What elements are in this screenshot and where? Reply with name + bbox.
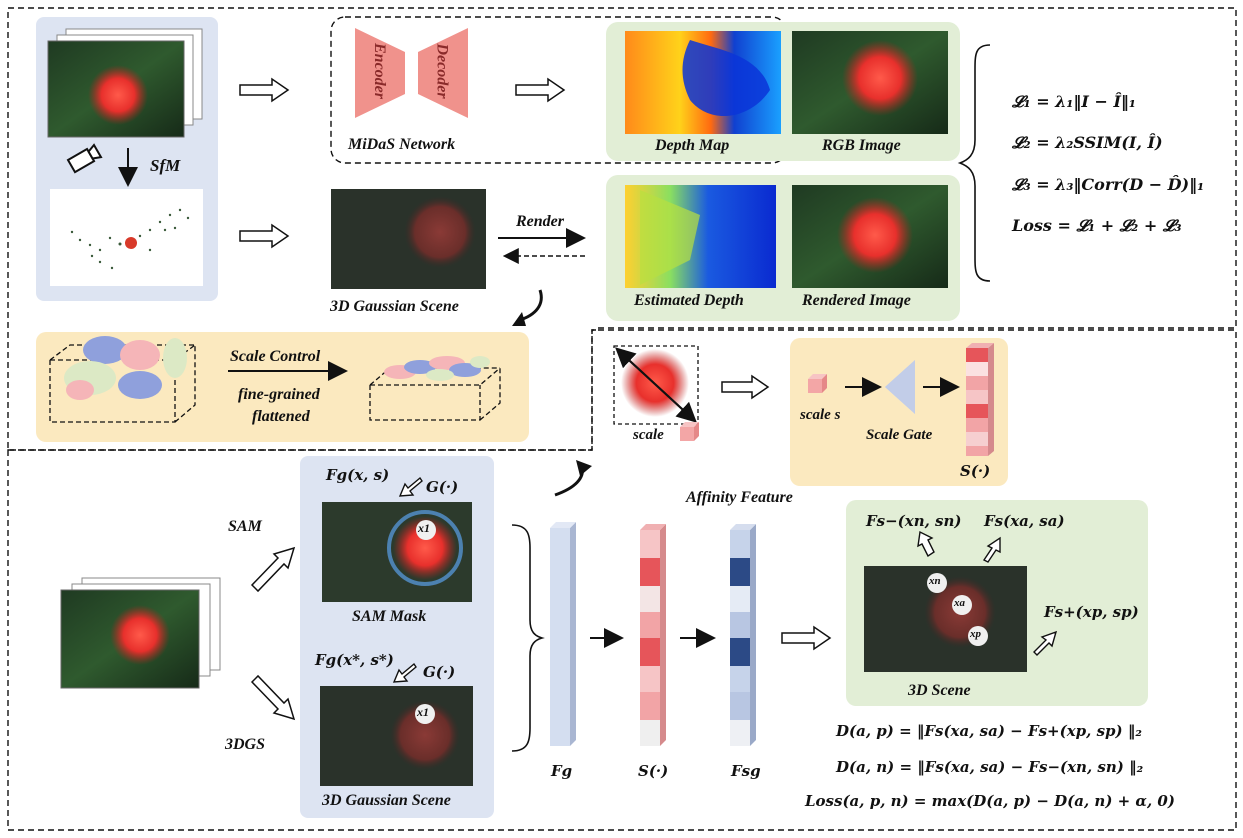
loss-l2: 𝓛₂ = λ₂SSIM(I, Î) [1012, 133, 1163, 152]
decoder-label: Decoder [433, 43, 451, 99]
hollow-arrow-to-scale-gate [721, 374, 770, 400]
decoder-block [418, 28, 468, 118]
rendered-image-label: Rendered Image [802, 292, 911, 309]
scale-s-cube [808, 374, 827, 393]
hollow-arrow-g1 [398, 476, 423, 497]
sam-mask-label: SAM Mask [352, 608, 427, 625]
midas-label: MiDaS Network [348, 136, 456, 153]
encoder-label: Encoder [371, 43, 388, 99]
s-bar-label: S(·) [638, 762, 669, 780]
f-splus-label: Fs+(xp, sp) [1044, 603, 1139, 621]
fsg-bar [730, 524, 756, 746]
x1-label-sam: x1 [418, 521, 430, 535]
hollow-arrow-sam [250, 546, 296, 593]
xn-label: xn [929, 575, 941, 587]
rendered-image [792, 185, 948, 288]
box-after-scale-control [369, 356, 501, 421]
loss-l3: 𝓛₃ = λ₃‖Corr(D − D̂)‖₁ [1012, 175, 1205, 194]
eq-dan: D(a, n) = ‖Fs(xa, sa) − Fs−(xn, sn) ‖₂ [836, 758, 1144, 776]
xa-label: xa [954, 597, 965, 609]
estimated-depth-label: Estimated Depth [634, 292, 744, 309]
xa-point [952, 595, 972, 615]
point-cloud-image [50, 189, 203, 286]
gs-scene-bottom-image [320, 686, 473, 786]
camera-icon [66, 143, 103, 174]
s-bar [640, 524, 666, 746]
rgb-image-label: RGB Image [822, 137, 901, 154]
bottom-section-frame [7, 329, 1237, 831]
loss-l1: 𝓛₁ = λ₁‖I − Î‖₁ [1012, 92, 1136, 111]
gs-scene-bottom-label: 3D Gaussian Scene [322, 792, 451, 809]
hollow-arrow-fs [982, 536, 1001, 563]
hollow-arrow-to-encoder [239, 77, 290, 103]
x1-point-sam [416, 520, 436, 540]
3d-scene-label: 3D Scene [908, 682, 971, 699]
affinity-feature-label: Affinity Feature [686, 489, 793, 506]
fg-bar-label: Fg [551, 762, 573, 780]
loss-total: Loss = 𝓛₁ + 𝓛₂ + 𝓛₃ [1012, 216, 1182, 235]
fg-xs-star-label: Fg(x*, s*) [315, 651, 394, 669]
rgb-image [792, 31, 948, 134]
scale-flower-image [613, 345, 699, 425]
box-before-scale-control [49, 336, 196, 423]
fg-xs-label: Fg(x, s) [326, 466, 390, 484]
f-s-label: Fs(xa, sa) [984, 512, 1065, 530]
midas-box [330, 16, 787, 164]
bottom-input-image-stack [60, 577, 221, 689]
loss-brace [957, 44, 991, 282]
scale-label: scale [633, 427, 664, 443]
depth-map-image [625, 31, 781, 134]
gaussian-scene-top-image [331, 189, 486, 289]
scale-cube-small [680, 422, 699, 441]
hollow-arrow-fsminus [917, 530, 935, 558]
sam-mask-image [322, 502, 472, 602]
depth-map-label: Depth Map [655, 137, 730, 154]
hollow-arrow-g2 [392, 662, 417, 683]
xp-point [968, 626, 988, 646]
scale-gate-s-label: S(·) [960, 462, 991, 480]
scale-control-panel [36, 332, 529, 442]
fine-grained-label: fine-grained [238, 386, 320, 403]
hollow-arrow-to-depth [515, 77, 566, 103]
flattened-label: flattened [252, 408, 310, 425]
scale-gate-label: Scale Gate [866, 427, 933, 443]
hollow-arrow-3dgs [250, 674, 296, 721]
estimated-depth-image [625, 185, 776, 288]
xn-point [927, 573, 947, 593]
g-dot-label-1: G(·) [426, 478, 459, 496]
feature-brace [511, 524, 545, 752]
x1-label-gs: x1 [417, 705, 429, 719]
f-sminus-label: Fs−(xn, sn) [866, 512, 962, 530]
gs-scene-top-label: 3D Gaussian Scene [330, 298, 459, 315]
input-image-stack [47, 28, 203, 138]
eq-triplet: Loss(a, p, n) = max(D(a, p) − D(a, n) + … [805, 792, 1175, 810]
scale-gate-panel [790, 338, 1008, 486]
scale-control-label: Scale Control [230, 348, 321, 365]
encoder-block [355, 28, 405, 118]
sam-label: SAM [228, 518, 262, 535]
g-dot-label-2: G(·) [423, 663, 456, 681]
fg-bar [550, 522, 576, 746]
scale-s-label: scale s [800, 407, 841, 423]
hollow-arrow-to-gaussian [239, 223, 290, 249]
point-cloud-points [70, 208, 190, 270]
scale-gate-output-bar [966, 343, 994, 456]
hollow-arrow-fsplus [1033, 630, 1058, 656]
3dgs-label: 3DGS [225, 736, 266, 753]
xp-label: xp [970, 628, 981, 640]
eq-dap: D(a, p) = ‖Fs(xa, sa) − Fs+(xp, sp) ‖₂ [836, 722, 1142, 740]
x1-point-gs [415, 704, 435, 724]
render-label: Render [516, 213, 564, 230]
sfm-label: SfM [150, 156, 181, 175]
hollow-arrow-to-3d-scene [781, 625, 832, 651]
fsg-bar-label: Fsg [731, 762, 761, 780]
curved-arrow-down [519, 289, 543, 322]
curved-arrow-up [554, 465, 585, 497]
